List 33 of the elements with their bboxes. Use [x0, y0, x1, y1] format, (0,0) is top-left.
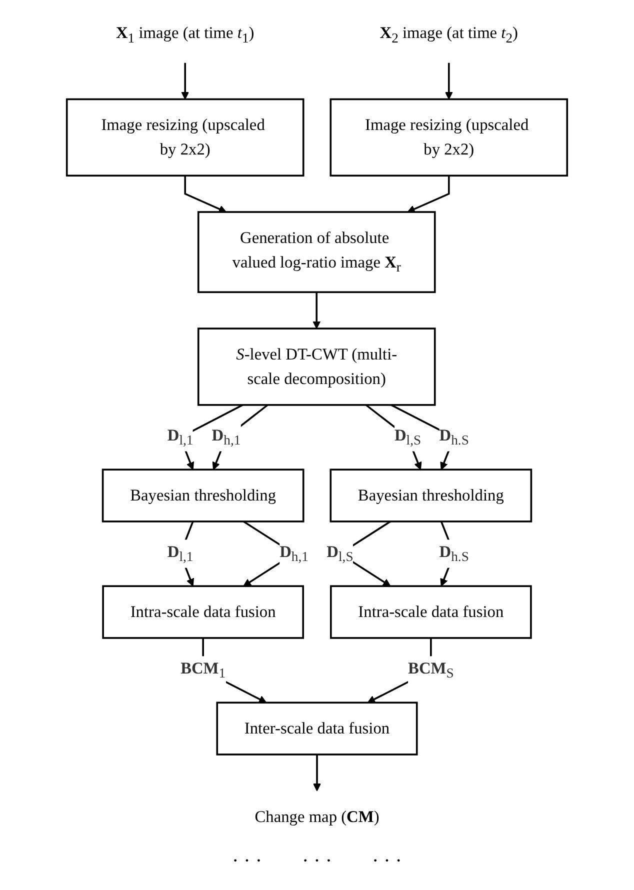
node-box [197, 211, 436, 294]
node-box [330, 468, 532, 522]
edge-label: D$_{l,S}$ [326, 542, 354, 565]
edge-label: D$_{l,1}$ [167, 426, 194, 448]
edge-label: D$_{l,S}$ [394, 426, 422, 448]
node-box [102, 468, 304, 522]
ellipsis-dots: · · · [372, 850, 402, 873]
arrow [365, 404, 422, 470]
edge-label: D$_{h,1}$ [212, 426, 241, 448]
edge-label: BCM$_{1}$ [180, 658, 226, 682]
ellipsis-dots: · · · [302, 850, 332, 873]
edge-label: D$_{l,1}$ [167, 542, 194, 565]
node-box [330, 98, 568, 177]
ellipsis-dots: · · · [232, 850, 262, 873]
node-box [197, 328, 436, 406]
arrow [407, 176, 450, 213]
flowchart-drawing: D$_{l,1}$ D$_{h,1}$ D$_{l,S}$ D$_{h.S}$ D$_{l,1}$ D$_{h,1}$ D$_{l,S}$ D$_{h.S}$ BCM$_{1}$ BCM$_{S}$ X$_{1}$ image (at time t$_{1}$) X$_{2}$ image (at time t$_{2}$) Image resizing (upscaled by 2x2) Image resizing (upscaled by 2x2) Generation of absolute valued log-ratio image X$_{r}$ S-level DT-CWT (multi-scale decomposition) Bayesian thresholding Bayesian thresholding Intra-scale data fusion Intra-scale data fusion Inter-scale data fusion Change map (CM) [0, 0, 634, 850]
node-text: X$_{2}$ image (at time t$_{2}$) [380, 24, 518, 46]
node-box [102, 585, 304, 639]
arrow [181, 62, 190, 100]
edge-label: D$_{h.S}$ [439, 542, 469, 565]
edge-label: D$_{h,1}$ [280, 542, 308, 565]
node-text: Change map (CM) [254, 807, 380, 826]
arrow [184, 176, 227, 213]
node-box [330, 585, 532, 639]
arrow [313, 754, 321, 792]
arrow [312, 292, 321, 329]
edge-label: BCM$_{S}$ [408, 658, 454, 682]
node-box [216, 702, 418, 756]
node-text: X$_{1}$ image (at time t$_{1}$) [116, 24, 254, 46]
edge-label: D$_{h.S}$ [439, 426, 469, 448]
node-box [66, 98, 304, 177]
arrow [444, 62, 453, 100]
